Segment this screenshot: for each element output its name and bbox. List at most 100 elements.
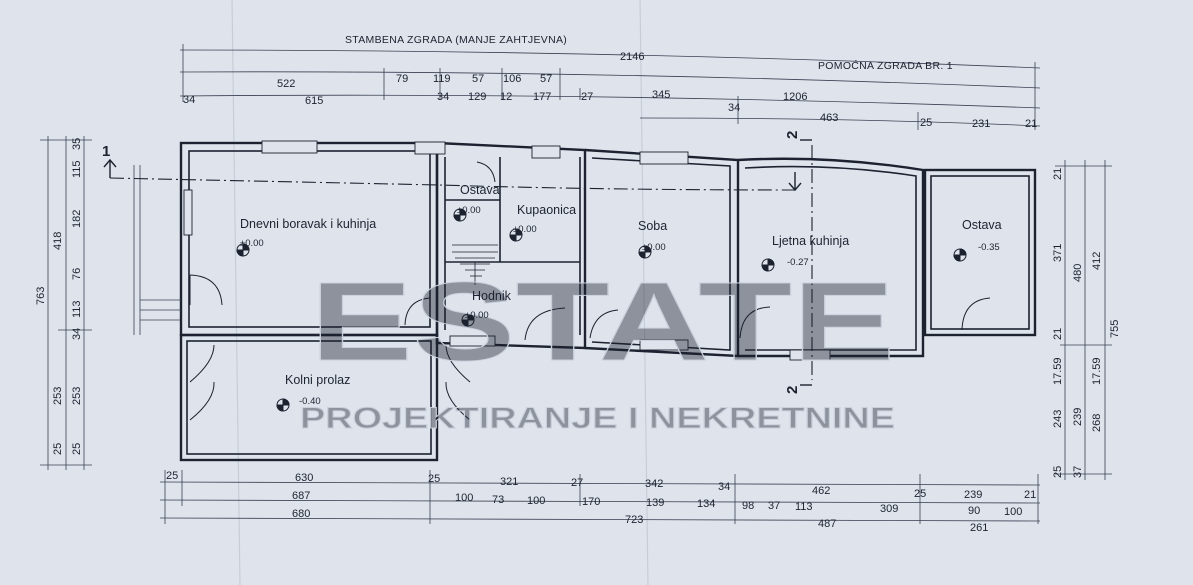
room-name: Ljetna kuhinja <box>772 234 849 248</box>
dimension-value: 615 <box>305 95 323 107</box>
dimension-value: 57 <box>472 73 484 85</box>
dimension-value: 170 <box>582 496 600 508</box>
dimension-value: 139 <box>646 497 664 509</box>
dimension-value: 371 <box>1052 244 1064 262</box>
room-name: Soba <box>638 219 667 233</box>
dimension-value: 12 <box>500 91 512 103</box>
dimension-texts-bottom: 25 630 25 321 27 342 34 462 25 239 21 68… <box>166 470 1036 534</box>
dimension-value: 239 <box>1072 408 1084 426</box>
room-level: -0.40 <box>299 396 321 407</box>
dimension-value: 261 <box>970 522 988 534</box>
dimension-value: 253 <box>52 387 64 405</box>
main-building-label: STAMBENA ZGRADA (MANJE ZAHTJEVNA) <box>345 34 567 46</box>
dimension-value: 487 <box>818 518 836 530</box>
dimension-texts-right: 755 412 268 21 371 480 21 17.59 17.59 24… <box>1052 168 1121 478</box>
watermark: ESTATE PROJEKTIRANJE I NEKRETNINE <box>300 259 896 436</box>
dimension-value: 243 <box>1052 410 1064 428</box>
dimension-value: 687 <box>292 490 310 502</box>
dimension-value: 268 <box>1091 414 1103 432</box>
dimension-value: 239 <box>964 489 982 501</box>
dimension-value: 680 <box>292 508 310 520</box>
watermark-tagline: PROJEKTIRANJE I NEKRETNINE <box>300 402 895 435</box>
staircase <box>452 244 498 285</box>
dimension-value: 177 <box>533 91 551 103</box>
section-cut-2-bottom-label: 2 <box>784 386 801 394</box>
room-level: ±0.00 <box>513 224 537 235</box>
dimension-value: 21 <box>1052 168 1064 180</box>
dimension-value: 462 <box>812 485 830 497</box>
dimension-value: 113 <box>71 300 83 318</box>
room-level: ±0.00 <box>457 205 481 216</box>
dimension-value: 106 <box>503 73 521 85</box>
room-name: Ostava <box>962 218 1002 232</box>
dimension-value: 37 <box>768 500 780 512</box>
dimension-value: 25 <box>428 473 440 485</box>
room-level: ±0.00 <box>240 238 264 249</box>
dimension-value: 34 <box>437 91 449 103</box>
dimension-value: 17.59 <box>1091 357 1103 385</box>
dimension-value: 463 <box>820 112 838 124</box>
dimension-value: 25 <box>52 443 64 455</box>
dimension-value: 21 <box>1025 118 1037 130</box>
dimension-value: 76 <box>71 268 83 280</box>
room-levels: ±0.00 ±0.00 ±0.00 ±0.00 ±0.00 -0.27 -0.3… <box>240 205 1000 407</box>
dimension-value: 98 <box>742 500 754 512</box>
dimension-value: 2146 <box>620 51 644 63</box>
room-level: ±0.00 <box>465 310 489 321</box>
room-name: Hodnik <box>472 289 512 303</box>
room-name: Ostava <box>460 183 500 197</box>
dimension-value: 345 <box>652 89 670 101</box>
section-cut-2-top-label: 2 <box>784 131 801 139</box>
dimension-value: 418 <box>52 232 64 250</box>
dimension-value: 25 <box>914 488 926 500</box>
dimension-value: 723 <box>625 514 643 526</box>
exterior-fence <box>133 165 181 335</box>
dimension-value: 480 <box>1072 264 1084 282</box>
dimension-value: 755 <box>1109 320 1121 338</box>
dimension-value: 90 <box>968 505 980 517</box>
dimension-value: 309 <box>880 503 898 515</box>
room-labels: Dnevni boravak i kuhinja Ostava Kupaonic… <box>240 183 1002 387</box>
room-level: -0.35 <box>978 242 1000 253</box>
dimension-value: 119 <box>433 73 451 85</box>
door-swings <box>189 161 991 421</box>
dimension-value: 522 <box>277 78 295 90</box>
dimension-value: 253 <box>71 387 83 405</box>
dimension-value: 182 <box>71 210 83 228</box>
dimension-value: 34 <box>728 102 740 114</box>
dimension-lines-sides <box>40 136 1112 480</box>
dimension-texts-top: 2146 522 79 119 57 106 57 34 615 34 129 … <box>183 51 1037 130</box>
dimension-value: 27 <box>571 477 583 489</box>
room-name: Dnevni boravak i kuhinja <box>240 217 376 231</box>
dimension-value: 134 <box>697 498 715 510</box>
dimension-value: 34 <box>71 328 83 340</box>
dimension-value: 21 <box>1052 328 1064 340</box>
dimension-value: 21 <box>1024 489 1036 501</box>
dimension-value: 342 <box>645 478 663 490</box>
dimension-value: 57 <box>540 73 552 85</box>
dimension-value: 231 <box>972 118 990 130</box>
dimension-value: 100 <box>527 495 545 507</box>
dimension-value: 73 <box>492 494 504 506</box>
dimension-value: 34 <box>183 94 195 106</box>
aux-building-label: POMOĆNA ZGRADA BR. 1 <box>818 59 953 72</box>
dimension-lines-top <box>179 44 1041 130</box>
dimension-value: 100 <box>1004 506 1022 518</box>
windows <box>183 140 831 361</box>
dimension-value: 25 <box>1052 466 1064 478</box>
dimension-value: 113 <box>795 501 813 513</box>
room-level: -0.27 <box>787 257 809 268</box>
section-cut-1-label: 1 <box>102 143 110 160</box>
dimension-value: 17.59 <box>1052 357 1064 385</box>
section-markers <box>103 139 812 386</box>
dimension-value: 79 <box>396 73 408 85</box>
dimension-value: 630 <box>295 472 313 484</box>
dimension-value: 129 <box>468 91 486 103</box>
level-markers <box>236 208 967 412</box>
dimension-value: 34 <box>718 481 730 493</box>
dimension-value: 25 <box>71 443 83 455</box>
room-name: Kupaonica <box>517 203 576 217</box>
dimension-value: 100 <box>455 492 473 504</box>
section-lines <box>109 145 813 380</box>
